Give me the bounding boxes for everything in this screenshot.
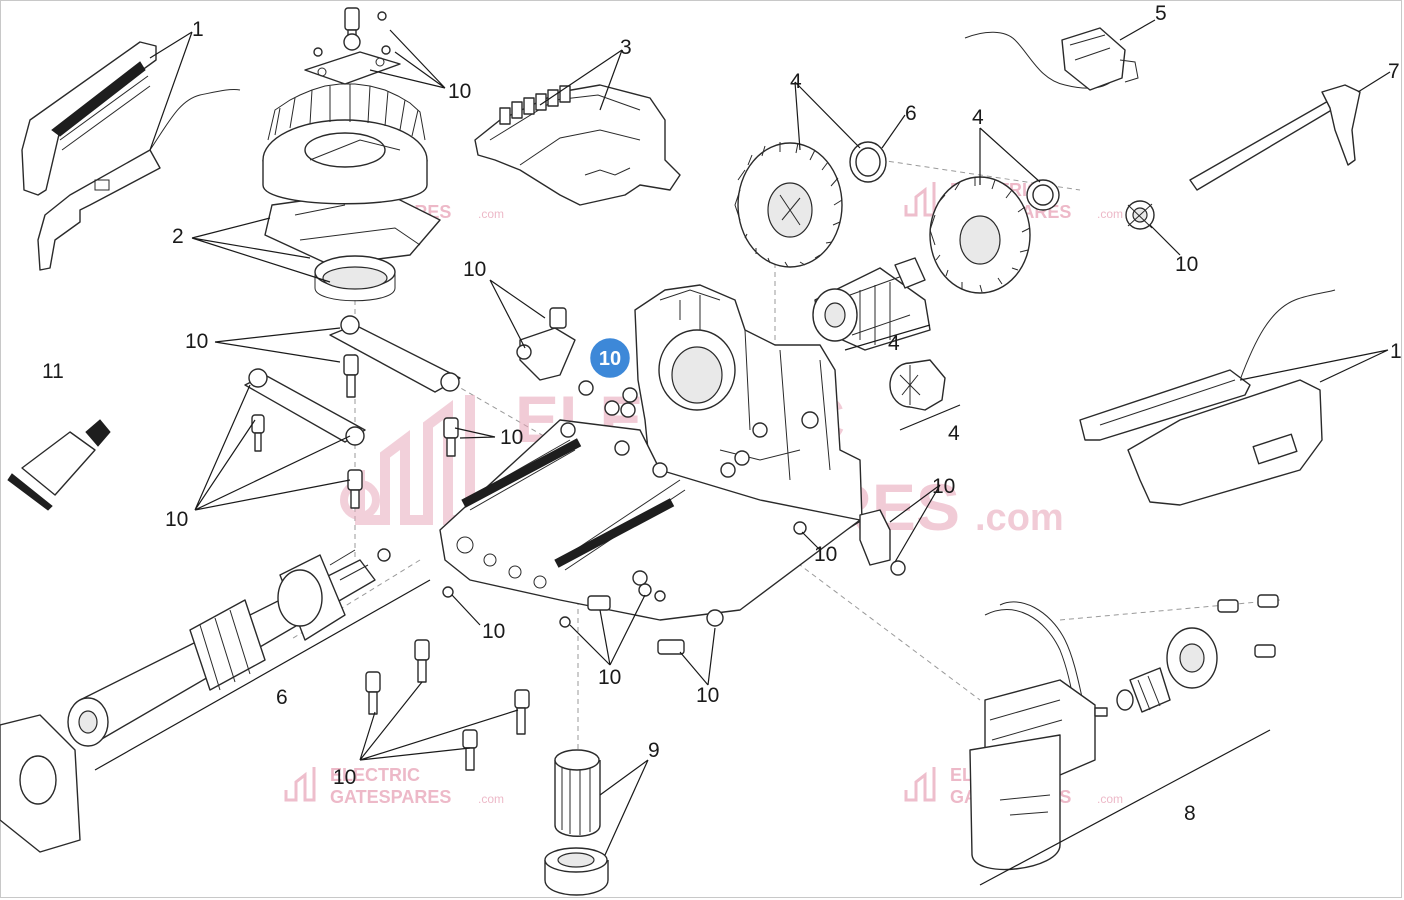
callout-11: 11 <box>42 360 64 383</box>
watermark-logo-large <box>340 395 475 525</box>
svg-text:.com: .com <box>1097 207 1123 221</box>
part-4-spur-gear-2[interactable] <box>929 176 1031 294</box>
watermark-suffix: .com <box>975 497 1064 539</box>
part-6-cover-plate[interactable] <box>0 714 81 853</box>
part-11-grease-tube[interactable] <box>7 419 111 511</box>
callout-10-d: 10 <box>185 330 208 353</box>
callout-10-b: 10 <box>1175 253 1198 276</box>
callout-5: 5 <box>1155 2 1167 25</box>
part-3-switch-carrier[interactable] <box>474 84 681 206</box>
callout-10-j: 10 <box>598 666 621 689</box>
part-1-cover-right[interactable] <box>1079 289 1336 506</box>
callout-labels: 1 1 2 3 4 4 4 4 5 6 6 7 8 9 11 10 10 10 … <box>42 2 1402 825</box>
callout-6-shaft: 6 <box>276 686 288 709</box>
part-10-housing-screws[interactable] <box>560 380 750 478</box>
callout-10-h: 10 <box>814 543 837 566</box>
part-10-upper-plate[interactable] <box>329 315 461 398</box>
group-brackets <box>94 324 1271 886</box>
part-7-release-lever[interactable] <box>1189 84 1361 191</box>
svg-text:GATESPARES: GATESPARES <box>330 787 451 807</box>
watermark-small-3: ELECTRIC GATESPARES .com <box>284 765 504 807</box>
highlight-badge[interactable]: 10 <box>587 335 633 381</box>
part-4-ring[interactable] <box>1026 179 1060 211</box>
part-5-microswitch[interactable] <box>964 27 1139 91</box>
callout-10-l: 10 <box>333 766 356 789</box>
leader-lines <box>149 19 1391 856</box>
part-10-lower-plate[interactable] <box>244 368 459 509</box>
callout-3: 3 <box>620 36 632 59</box>
callout-1-right: 1 <box>1390 340 1402 363</box>
gear-teeth-ring <box>267 83 426 141</box>
callout-9: 9 <box>648 739 660 762</box>
callout-8: 8 <box>1184 802 1196 825</box>
callout-10-i: 10 <box>482 620 505 643</box>
callout-10-f: 10 <box>165 508 188 531</box>
part-9-pinion-bushing[interactable] <box>544 749 609 896</box>
part-1-cover-top-left[interactable] <box>21 41 241 271</box>
svg-text:.com: .com <box>478 207 504 221</box>
part-2-bevel-gear-assembly[interactable] <box>262 83 441 302</box>
callout-4-top: 4 <box>790 70 802 93</box>
callout-10-e: 10 <box>500 426 523 449</box>
terminal-strip <box>499 85 571 125</box>
base-plate[interactable] <box>439 419 861 621</box>
part-10-screws-top[interactable] <box>304 7 401 85</box>
part-10-bracket[interactable] <box>516 307 576 381</box>
part-10-screw-right[interactable] <box>1125 200 1155 230</box>
part-6-output-shaft[interactable] <box>67 548 391 747</box>
part-10-loose-screws[interactable] <box>365 509 906 771</box>
part-4-spur-gear-1[interactable] <box>734 142 843 268</box>
part-6-seal-ring[interactable] <box>849 141 887 183</box>
callout-4-right: 4 <box>972 106 984 129</box>
highlight-badge-label: 10 <box>599 348 621 370</box>
callout-7: 7 <box>1388 60 1400 83</box>
callout-10-k: 10 <box>696 684 719 707</box>
callout-10-c: 10 <box>463 258 486 281</box>
part-4-small-gear[interactable] <box>889 359 946 411</box>
callout-4-pinion: 4 <box>888 332 900 355</box>
part-8-motor-assembly[interactable] <box>969 594 1279 871</box>
callout-10-g: 10 <box>932 475 955 498</box>
svg-text:ELECTRIC: ELECTRIC <box>330 765 420 785</box>
callout-4-small: 4 <box>948 422 960 445</box>
part-4-pinion-shaft[interactable] <box>812 257 931 351</box>
svg-text:.com: .com <box>478 792 504 806</box>
callout-2: 2 <box>172 225 184 248</box>
callout-6-top: 6 <box>905 102 917 125</box>
callout-1-top: 1 <box>192 18 204 41</box>
svg-text:.com: .com <box>1097 792 1123 806</box>
callout-10-a: 10 <box>448 80 471 103</box>
